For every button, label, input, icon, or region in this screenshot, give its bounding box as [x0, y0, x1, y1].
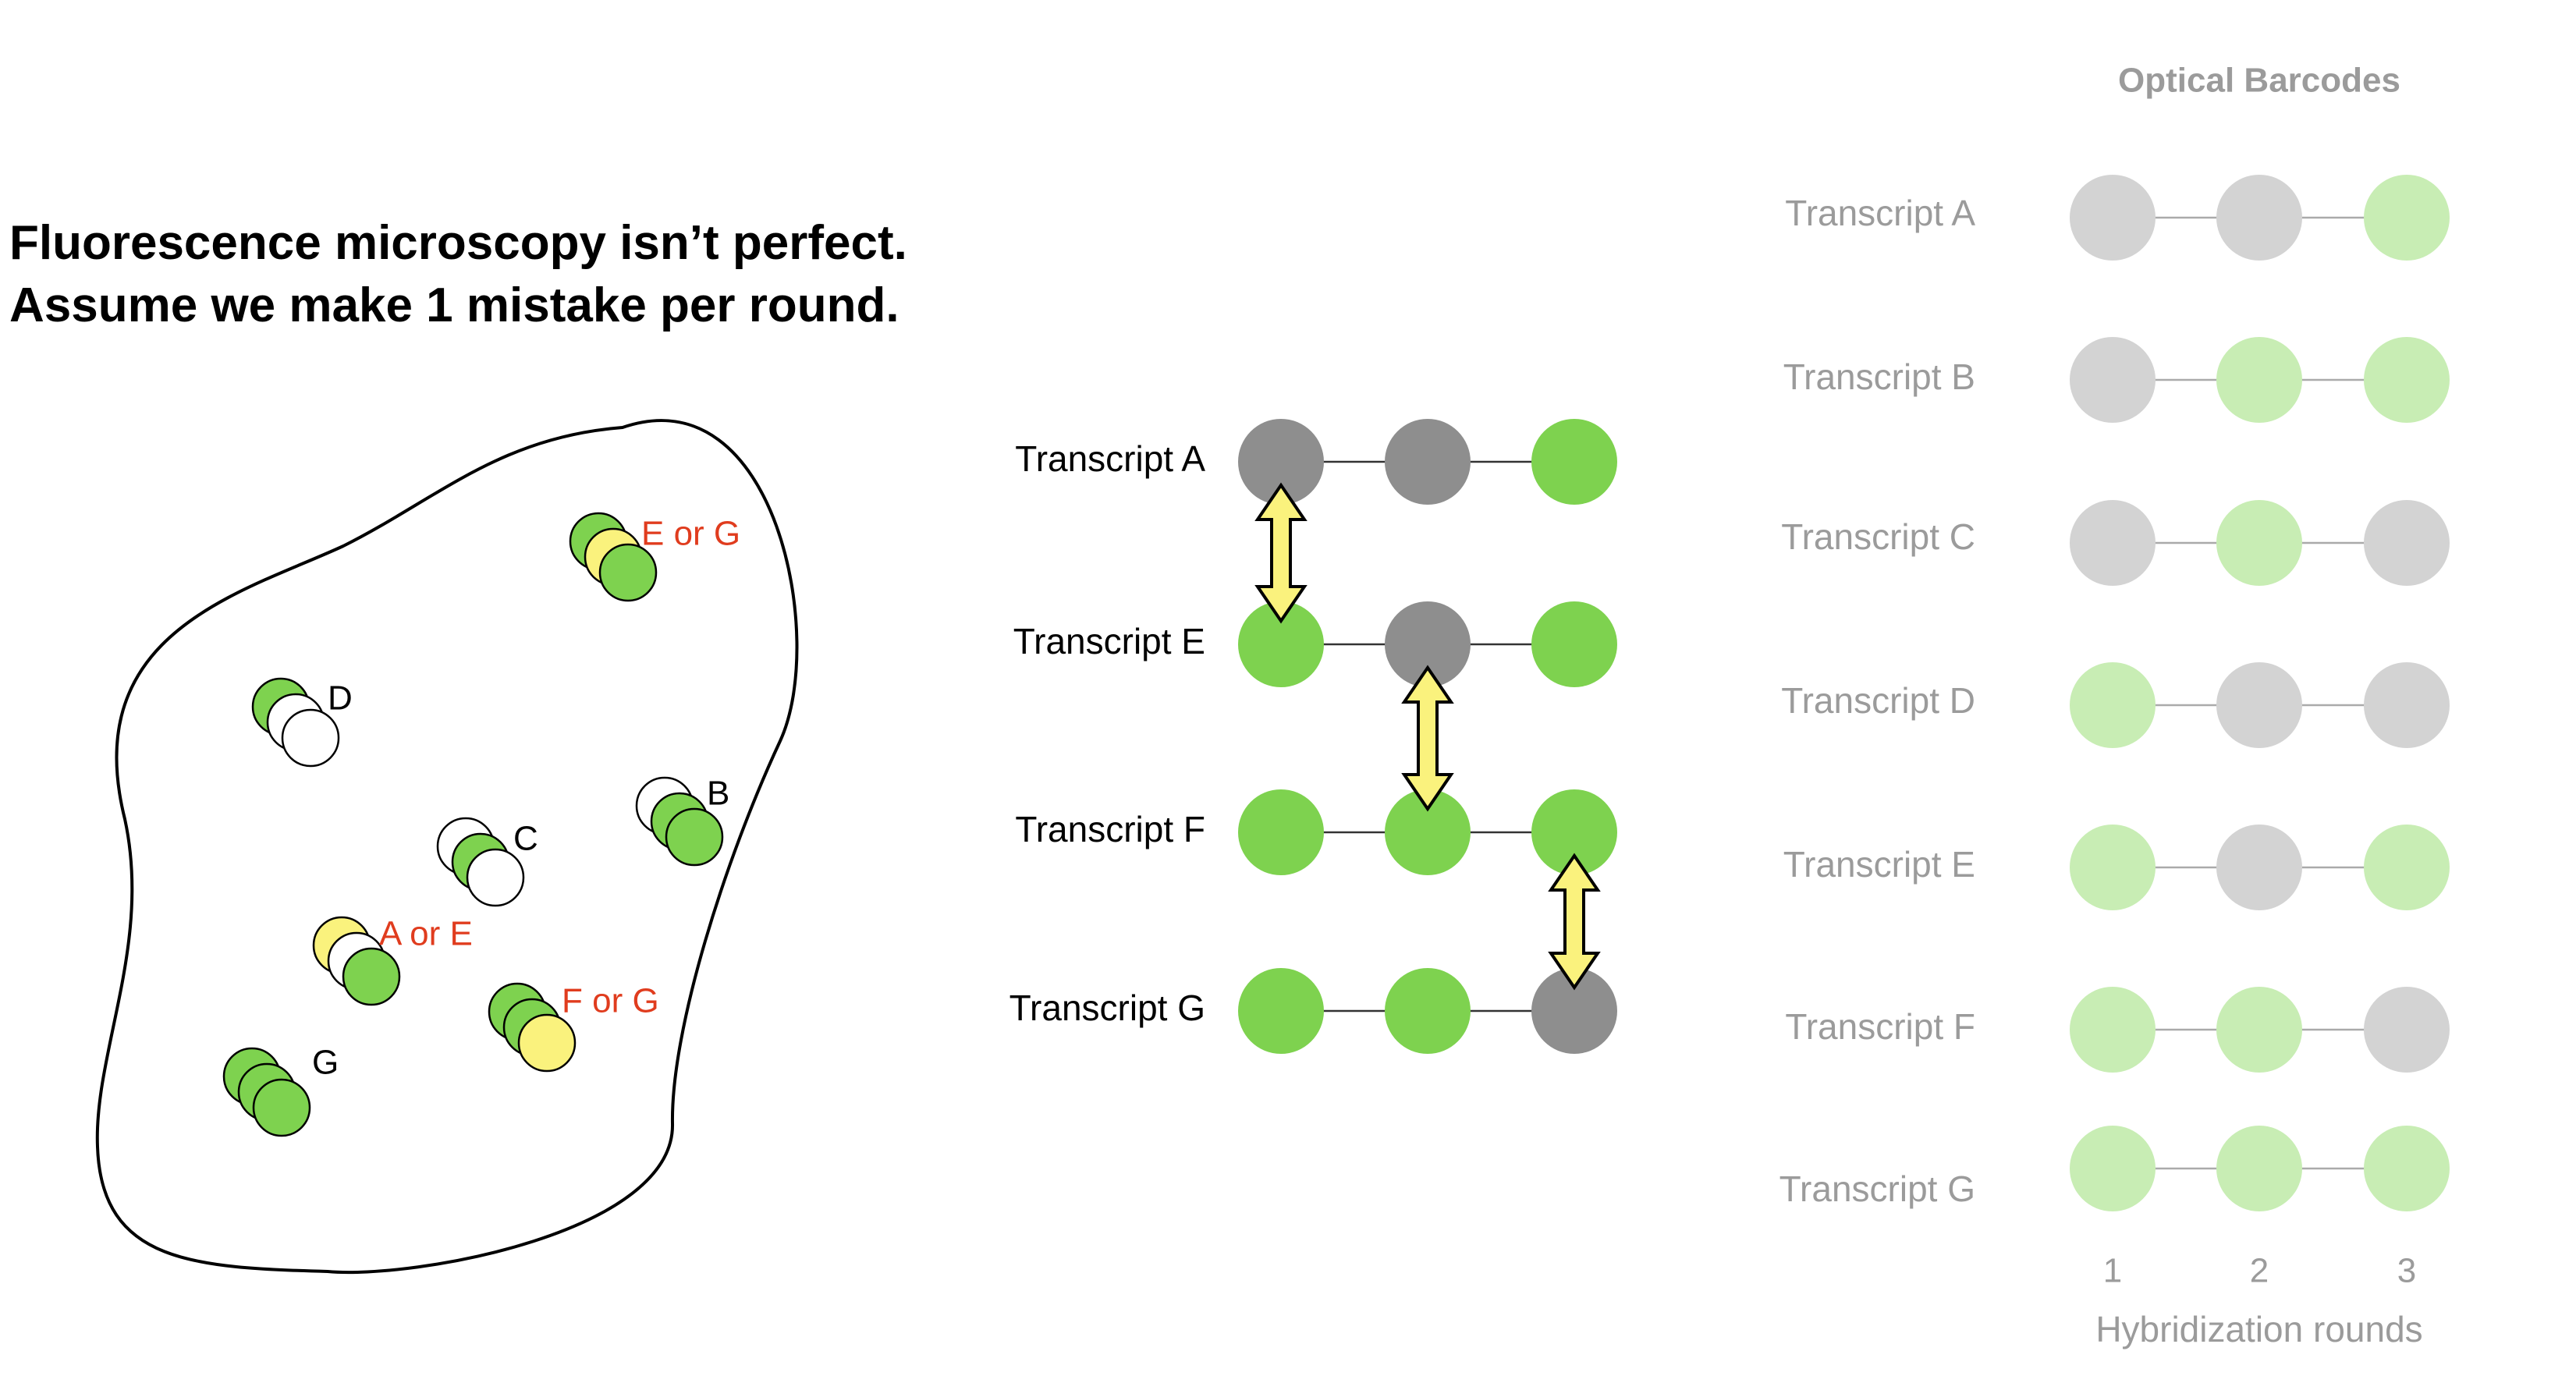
barcode-dot-round-1: [1238, 968, 1324, 1054]
barcode-dot-round-2: [2216, 825, 2302, 910]
barcode-dot-round-3: [2364, 500, 2450, 586]
barcode-row: Transcript F: [1785, 987, 2450, 1073]
spot-label: D: [328, 679, 353, 718]
swap-arrow: [1254, 482, 1308, 624]
barcode-dot-round-3: [1531, 601, 1617, 687]
error-row: Transcript F: [1015, 789, 1617, 875]
barcode-row: Transcript B: [1783, 337, 2450, 423]
barcode-dot-round-2: [1385, 601, 1471, 687]
barcode-dot-round-1: [2070, 662, 2156, 748]
barcode-dot-round-3: [2364, 987, 2450, 1073]
barcode-dot-round-2: [2216, 1126, 2302, 1211]
barcode-dot-round-3: [1531, 419, 1617, 505]
round-number-2: 2: [2250, 1252, 2269, 1290]
barcode-row-label: Transcript F: [1785, 1006, 1975, 1047]
barcode-dot-round-1: [2070, 337, 2156, 423]
barcode-dot-round-2: [1385, 968, 1471, 1054]
error-row: Transcript A: [1015, 419, 1617, 505]
barcode-row-label: Transcript C: [1781, 516, 1975, 557]
barcode-dot-round-1: [2070, 987, 2156, 1073]
swap-arrow: [1548, 853, 1601, 991]
round-number-3: 3: [2397, 1252, 2416, 1290]
spot-round-3: [252, 1078, 311, 1137]
headline-line-2: Assume we make 1 mistake per round.: [9, 278, 899, 332]
barcode-row-label: Transcript D: [1781, 680, 1975, 721]
barcode-dot-round-3: [2364, 337, 2450, 423]
error-panel: Transcript A Transcript E Transcript F Tran…: [1009, 419, 1617, 1054]
barcode-dot-round-2: [1385, 789, 1471, 875]
barcodes-title: Optical Barcodes: [2118, 62, 2400, 100]
barcode-dot-round-3: [1531, 789, 1617, 875]
cell-spot: E or G: [569, 512, 740, 602]
spot-label: G: [312, 1044, 339, 1082]
barcode-dot-round-2: [2216, 662, 2302, 748]
cell-spot: D: [251, 677, 353, 768]
cell-spot: G: [222, 1044, 339, 1137]
spot-label: A or E: [379, 915, 473, 953]
barcode-dot-round-1: [2070, 500, 2156, 586]
cell-panel: E or G D B C A or E F or G G: [95, 419, 799, 1275]
spot-round-3: [598, 543, 658, 602]
error-row-label: Transcript G: [1009, 988, 1205, 1028]
barcode-row: Transcript E: [1783, 825, 2450, 910]
barcode-dot-round-1: [1238, 789, 1324, 875]
error-row-label: Transcript E: [1013, 621, 1205, 661]
spot-round-3: [342, 947, 401, 1006]
headline-line-1: Fluorescence microscopy isn’t perfect.: [9, 216, 907, 270]
cell-spot: C: [436, 817, 538, 907]
round-number-1: 1: [2103, 1252, 2122, 1290]
rounds-axis-label: Hybridization rounds: [2095, 1309, 2422, 1349]
barcode-dot-round-3: [2364, 1126, 2450, 1211]
barcode-dot-round-3: [2364, 825, 2450, 910]
barcode-row-label: Transcript E: [1783, 844, 1975, 885]
barcode-dot-round-1: [1238, 419, 1324, 505]
error-row: Transcript E: [1013, 601, 1617, 687]
cell-spot: B: [635, 775, 729, 867]
spot-label: F or G: [562, 982, 659, 1020]
barcode-row-label: Transcript B: [1783, 356, 1975, 397]
barcode-dot-round-2: [2216, 500, 2302, 586]
barcode-row: Transcript D: [1781, 662, 2450, 748]
barcode-dot-round-3: [2364, 662, 2450, 748]
error-row-label: Transcript A: [1015, 438, 1205, 479]
cell-spot: F or G: [488, 982, 659, 1073]
headline: Fluorescence microscopy isn’t perfect. A…: [9, 212, 907, 337]
spot-label: E or G: [641, 515, 740, 553]
barcode-dot-round-2: [2216, 987, 2302, 1073]
barcode-row: Transcript G: [1779, 1126, 2450, 1211]
spot-round-3: [281, 708, 340, 768]
swap-arrow: [1401, 665, 1454, 812]
error-row-label: Transcript F: [1015, 809, 1205, 849]
barcode-dot-round-1: [2070, 1126, 2156, 1211]
barcode-dot-round-1: [2070, 175, 2156, 261]
barcode-row-label: Transcript G: [1779, 1169, 1975, 1209]
cell-spot: A or E: [312, 915, 473, 1006]
barcode-dot-round-1: [1238, 601, 1324, 687]
barcode-dot-round-3: [1531, 968, 1617, 1054]
barcode-row: Transcript A: [1785, 175, 2450, 261]
spot-round-3: [466, 848, 525, 907]
spot-label: B: [707, 775, 729, 813]
spot-round-3: [517, 1013, 577, 1073]
error-row: Transcript G: [1009, 968, 1617, 1054]
spot-round-3: [665, 807, 724, 867]
barcode-dot-round-3: [2364, 175, 2450, 261]
barcode-dot-round-1: [2070, 825, 2156, 910]
barcode-row-label: Transcript A: [1785, 193, 1975, 233]
barcode-dot-round-2: [2216, 337, 2302, 423]
barcode-row: Transcript C: [1781, 500, 2450, 586]
cell-outline: [95, 419, 799, 1275]
barcode-dot-round-2: [1385, 419, 1471, 505]
barcode-dot-round-2: [2216, 175, 2302, 261]
spot-label: C: [513, 820, 538, 858]
